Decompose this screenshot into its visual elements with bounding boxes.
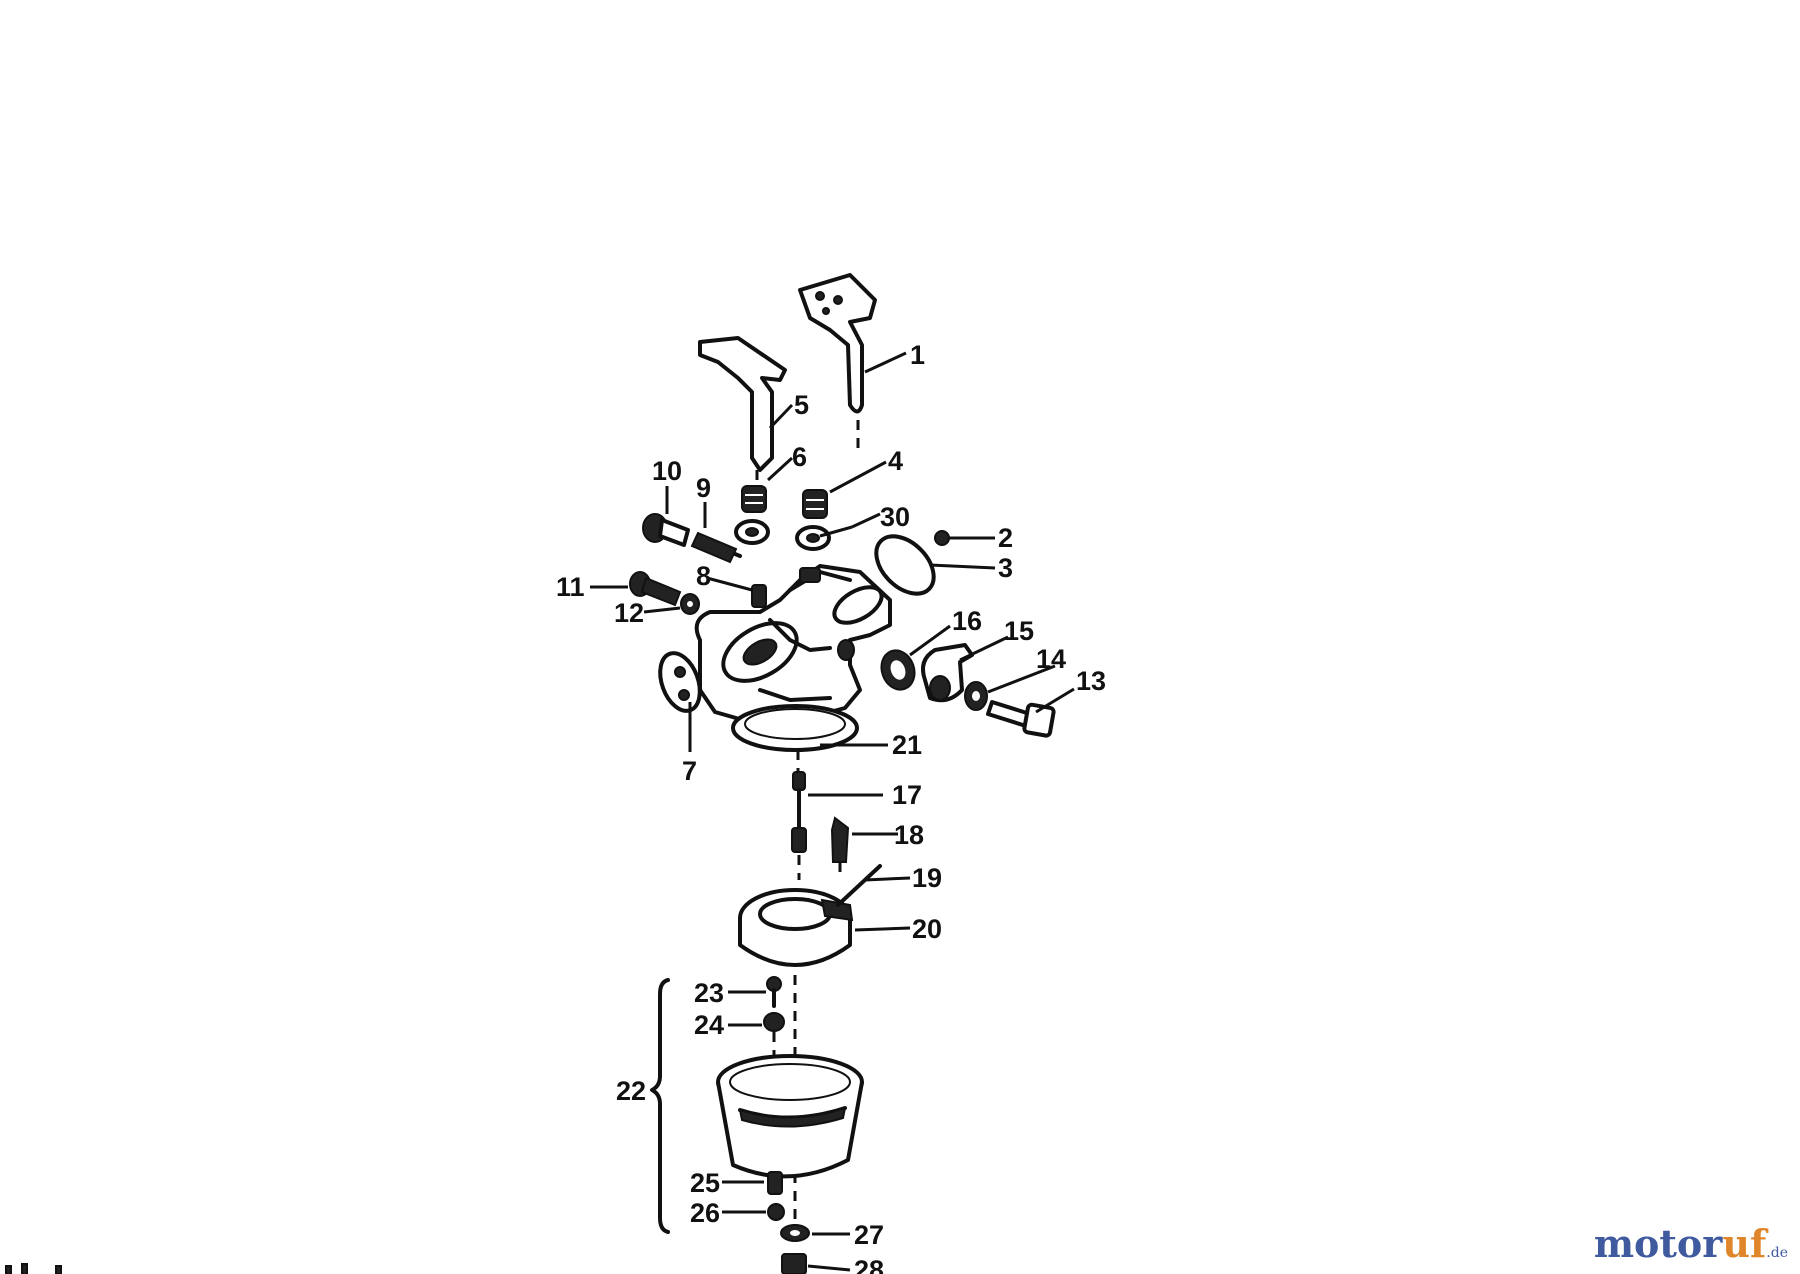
callout-15: 15	[1004, 616, 1034, 646]
carburetor-body	[694, 564, 892, 724]
callout-22: 22	[616, 1076, 646, 1106]
part-11-screw	[629, 571, 682, 607]
callout-12: 12	[614, 598, 644, 628]
callout-27: 27	[854, 1220, 884, 1250]
part-12-washer	[680, 593, 700, 615]
part-10-screw	[642, 513, 690, 547]
callout-6: 6	[792, 442, 807, 472]
part-17-needle	[791, 771, 807, 880]
part-20-float	[738, 888, 854, 967]
callout-3: 3	[998, 553, 1013, 583]
part-13-bolt	[986, 700, 1056, 738]
part-27-gasket	[780, 1224, 810, 1242]
part-2-plug	[934, 530, 950, 546]
part-30-seals	[734, 519, 831, 551]
part-3-diaphragm	[874, 534, 936, 596]
callout-17: 17	[892, 780, 922, 810]
callout-26: 26	[690, 1198, 720, 1228]
callout-21: 21	[892, 730, 922, 760]
part-9-spring	[690, 531, 742, 564]
callout-16: 16	[952, 606, 982, 636]
callout-10: 10	[652, 456, 682, 486]
motoruf-watermark-logo: motoruf.de	[1593, 1221, 1788, 1266]
callout-24: 24	[694, 1010, 724, 1040]
callout-23: 23	[694, 978, 724, 1008]
part-18-nozzle	[830, 816, 850, 880]
part-6-spring	[741, 485, 767, 513]
part-26-washer	[767, 1203, 785, 1221]
callout-8: 8	[696, 561, 711, 591]
bracket-22	[650, 978, 670, 1234]
callout-20: 20	[912, 914, 942, 944]
callout-13: 13	[1076, 666, 1106, 696]
part-1-throttle-lever	[798, 273, 877, 450]
part-16-seal	[880, 649, 916, 691]
edge-marks	[5, 1263, 62, 1274]
callout-9: 9	[696, 473, 711, 503]
callout-30: 30	[880, 502, 910, 532]
float-bowl	[716, 1054, 864, 1179]
callout-labels: 1 2 3 4 5 6 7 8 9 10 11 12 13 14 15 16 1…	[556, 340, 1106, 1274]
part-5-choke-lever	[698, 336, 787, 495]
callout-14: 14	[1036, 644, 1066, 674]
callout-4: 4	[888, 446, 903, 476]
part-19-float-pin	[836, 864, 882, 907]
callout-7: 7	[682, 756, 697, 786]
part-24-washer	[763, 1012, 785, 1032]
part-21-gasket	[731, 704, 859, 780]
part-23-screw	[766, 976, 782, 1008]
part-25-spring	[767, 1171, 783, 1195]
callout-25: 25	[690, 1168, 720, 1198]
callout-2: 2	[998, 523, 1013, 553]
part-28-nut	[781, 1253, 807, 1274]
callout-18: 18	[894, 820, 924, 850]
callout-5: 5	[794, 390, 809, 420]
callout-28: 28	[854, 1255, 884, 1274]
leader-lines	[590, 351, 1075, 1272]
part-14-washer	[964, 681, 988, 711]
callout-1: 1	[910, 340, 925, 370]
callout-11: 11	[556, 572, 585, 602]
part-4-spring	[802, 489, 828, 519]
callout-19: 19	[912, 863, 942, 893]
